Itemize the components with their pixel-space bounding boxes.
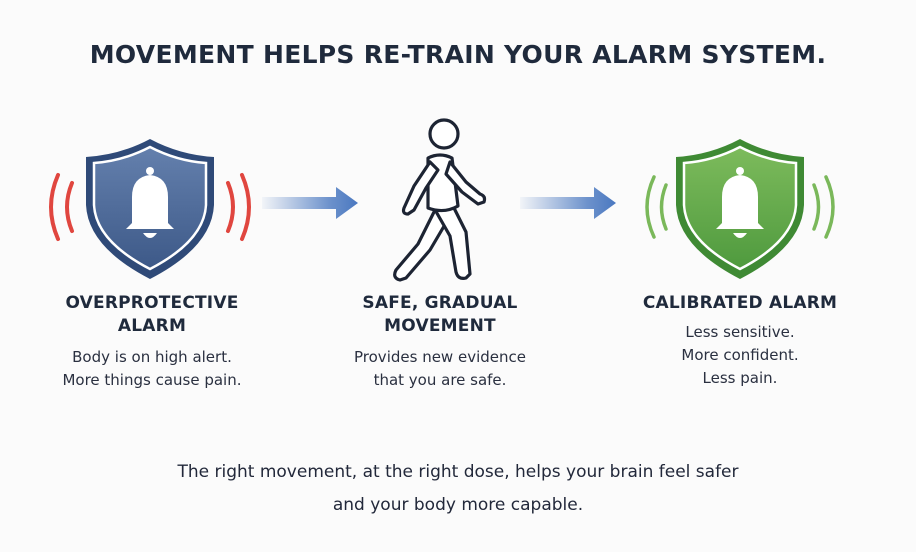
alarm-wave-right-inner <box>226 181 235 233</box>
alarm-wave-left-inner <box>65 181 74 233</box>
page-title: MOVEMENT HELPS RE-TRAIN YOUR ALARM SYSTE… <box>89 40 827 69</box>
bell-icon <box>126 167 174 238</box>
stage-description: Body is on high alert. More things cause… <box>32 346 272 392</box>
stage-movement: SAFE, GRADUAL MOVEMENT Provides new evid… <box>320 292 560 392</box>
description-line: More things cause pain. <box>62 371 242 389</box>
heading-line: OVERPROTECTIVE <box>65 293 239 313</box>
description-line: Less pain. <box>702 369 778 387</box>
alarm-wave-left-outer <box>49 173 60 241</box>
stage-heading: CALIBRATED ALARM <box>620 292 860 315</box>
calm-wave-left-inner <box>659 183 668 231</box>
stage-overprotective: OVERPROTECTIVE ALARM Body is on high ale… <box>32 292 272 392</box>
description-line: Provides new evidence <box>354 348 526 366</box>
calibrated-shield-icon <box>645 139 835 279</box>
calm-wave-right-outer <box>824 175 835 239</box>
description-line: Body is on high alert. <box>72 348 232 366</box>
overprotective-shield-icon <box>49 139 251 279</box>
stage-description: Provides new evidence that you are safe. <box>320 346 560 392</box>
calm-wave-left-outer <box>645 175 656 239</box>
stage-calibrated: CALIBRATED ALARM Less sensitive. More co… <box>620 292 860 390</box>
alarm-wave-right-outer <box>240 173 251 241</box>
arrow-right-icon <box>520 187 616 219</box>
stage-heading: SAFE, GRADUAL MOVEMENT <box>320 292 560 338</box>
description-line: Less sensitive. <box>685 323 795 341</box>
heading-line: ALARM <box>117 316 187 336</box>
bell-icon <box>716 167 764 238</box>
stage-heading: OVERPROTECTIVE ALARM <box>32 292 272 338</box>
footer-line-1: The right movement, at the right dose, h… <box>177 462 739 482</box>
description-line: that you are safe. <box>373 371 507 389</box>
heading-line: MOVEMENT <box>384 316 496 336</box>
stage-description: Less sensitive. More confident. Less pai… <box>620 321 860 390</box>
walking-person-icon <box>393 118 487 282</box>
heading-line: SAFE, GRADUAL <box>362 293 518 313</box>
footer-line-2: and your body more capable. <box>332 495 584 515</box>
heading-line: CALIBRATED ALARM <box>642 293 838 313</box>
arrow-right-icon <box>262 187 358 219</box>
calm-wave-right-inner <box>812 183 821 231</box>
description-line: More confident. <box>681 346 799 364</box>
